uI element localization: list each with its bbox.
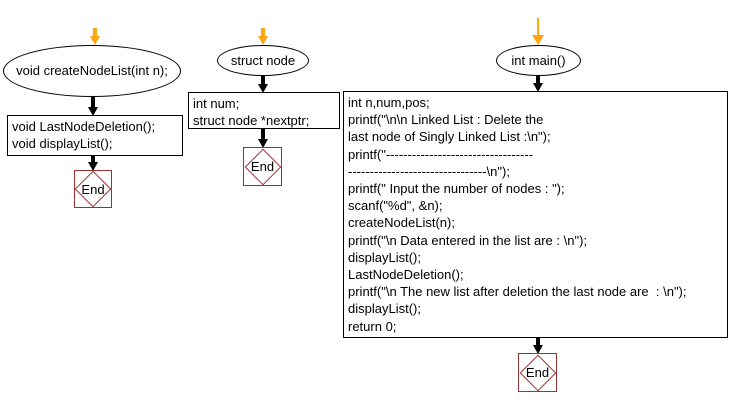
start-label: struct node: [230, 52, 296, 68]
connector-arrow: [88, 97, 98, 116]
connector-arrow: [533, 76, 543, 92]
arrow-stem: [91, 156, 95, 162]
process-rect-createnodelist: void LastNodeDeletion(); void displayLis…: [7, 115, 183, 156]
arrow-head-icon: [258, 36, 268, 45]
arrow-stem: [261, 28, 265, 36]
entry-arrow-icon: [90, 28, 100, 45]
start-ellipse-struct-node: struct node: [217, 45, 309, 76]
arrow-stem: [536, 338, 540, 345]
arrow-stem: [261, 76, 265, 84]
arrow-head-icon: [258, 84, 268, 93]
arrow-head-icon: [88, 162, 98, 171]
end-label: End: [81, 181, 105, 197]
connector-arrow: [258, 129, 268, 148]
arrow-head-icon: [532, 35, 544, 45]
arrow-head-icon: [533, 345, 543, 354]
start-label: void createNodeList(int n);: [16, 63, 168, 78]
end-label: End: [250, 159, 275, 174]
process-rect-struct-node: int num; struct node *nextptr;: [188, 92, 340, 129]
arrow-stem: [536, 76, 540, 83]
arrow-stem: [93, 28, 97, 36]
start-ellipse-main: int main(): [496, 45, 581, 76]
end-terminator-struct-node: End: [243, 147, 282, 186]
start-label: int main(): [511, 52, 566, 68]
arrow-stem: [537, 18, 539, 35]
arrow-head-icon: [258, 139, 268, 148]
arrow-head-icon: [88, 107, 98, 116]
arrow-head-icon: [90, 36, 100, 45]
connector-arrow: [533, 338, 543, 354]
arrow-stem: [261, 129, 265, 139]
end-terminator-createnodelist: End: [74, 170, 112, 208]
connector-arrow: [258, 76, 268, 93]
entry-arrow-icon: [258, 28, 268, 45]
connector-arrow: [88, 156, 98, 171]
end-terminator-main: End: [518, 353, 557, 392]
end-label: End: [525, 365, 550, 380]
arrow-stem: [91, 97, 95, 107]
process-rect-main-code: int n,num,pos; printf("\n\n Linked List …: [343, 91, 728, 338]
entry-arrow-icon: [532, 18, 544, 45]
start-ellipse-createnodelist: void createNodeList(int n);: [3, 45, 181, 97]
arrow-head-icon: [533, 83, 543, 92]
